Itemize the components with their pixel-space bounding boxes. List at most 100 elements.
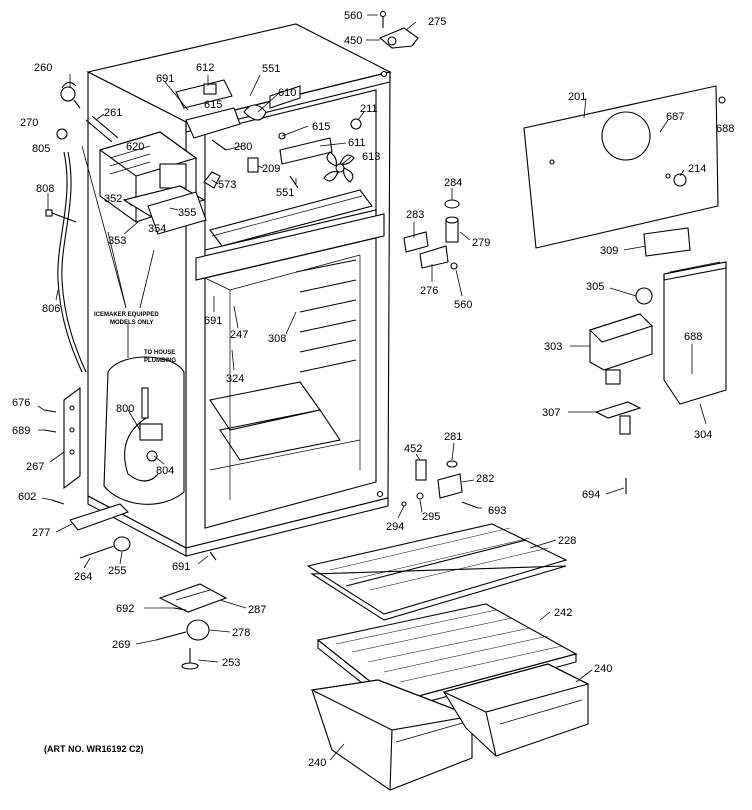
wire-shelf-228 — [306, 523, 568, 621]
callout-255: 255 — [108, 565, 126, 577]
callout-283: 283 — [406, 209, 424, 221]
callout-277: 277 — [32, 527, 50, 539]
screw-688 — [718, 96, 726, 104]
callout-551-top: 551 — [262, 63, 280, 75]
thermostat-parts — [444, 199, 460, 243]
callout-688-top: 688 — [716, 123, 734, 135]
icemaker-harness — [45, 151, 87, 373]
screw-693 — [461, 501, 479, 509]
callout-610: 610 — [278, 87, 296, 99]
callout-307: 307 — [542, 407, 560, 419]
hinge-bracket-277 — [69, 503, 130, 531]
crisper-drawer-right — [442, 663, 590, 757]
icemaker-note-leaders — [81, 145, 155, 358]
callout-612: 612 — [196, 62, 214, 74]
icemaker-note-line1: ICEMAKER EQUIPPED — [94, 312, 159, 318]
callout-278: 278 — [232, 627, 250, 639]
callout-573: 573 — [218, 179, 236, 191]
callout-242: 242 — [554, 607, 572, 619]
fill-cup — [60, 81, 81, 109]
callout-253: 253 — [222, 657, 240, 669]
callout-353: 353 — [108, 235, 126, 247]
leveling-leg-253 — [181, 648, 199, 670]
callout-308: 308 — [268, 333, 286, 345]
callout-209: 209 — [262, 163, 280, 175]
callout-280: 280 — [234, 141, 252, 153]
callout-261: 261 — [104, 107, 122, 119]
art-number: (ART NO. WR16192 C2) — [44, 744, 144, 754]
control-housing-303 — [588, 313, 654, 385]
evaporator-cover-201 — [523, 85, 719, 249]
bracket-283 — [403, 231, 429, 253]
grommet — [56, 128, 68, 140]
callout-615-b: 615 — [312, 121, 330, 133]
callout-692: 692 — [116, 603, 134, 615]
icemaker-note-line2: MODELS ONLY — [110, 320, 153, 326]
left-bracket — [43, 386, 81, 490]
callout-355: 355 — [178, 207, 196, 219]
callout-691-top: 691 — [156, 73, 174, 85]
screw-560 — [450, 262, 458, 270]
callout-613: 613 — [362, 151, 380, 163]
icemaker-assembly — [85, 115, 207, 235]
callout-240-right: 240 — [594, 663, 612, 675]
callout-800: 800 — [116, 403, 134, 415]
callout-689: 689 — [12, 425, 30, 437]
label-309 — [643, 227, 691, 257]
callout-560-mid: 560 — [454, 299, 472, 311]
callout-264: 264 — [74, 571, 92, 583]
bottom-hinge-287 — [158, 583, 228, 613]
screw-692 — [173, 607, 187, 611]
callout-247: 247 — [230, 329, 248, 341]
bracket-276 — [419, 245, 449, 269]
callout-309: 309 — [600, 245, 618, 257]
callout-688-mid: 688 — [684, 331, 702, 343]
callout-805: 805 — [32, 143, 50, 155]
pin-269 — [155, 631, 187, 641]
callout-260: 260 — [34, 62, 52, 74]
callout-228: 228 — [558, 535, 576, 547]
evaporator-fan-assembly — [175, 79, 362, 189]
callout-275: 275 — [428, 16, 446, 28]
control-box-304 — [663, 261, 727, 405]
callout-201: 201 — [568, 91, 586, 103]
callout-620: 620 — [126, 141, 144, 153]
callout-693: 693 — [488, 505, 506, 517]
callout-804: 804 — [156, 465, 174, 477]
callout-279: 279 — [472, 237, 490, 249]
part-281 — [446, 460, 458, 468]
callout-276: 276 — [420, 285, 438, 297]
callout-282: 282 — [476, 473, 494, 485]
part-452 — [415, 459, 427, 481]
callout-214: 214 — [688, 163, 706, 175]
callout-691-mid: 691 — [204, 315, 222, 327]
diagram-notes: ICEMAKER EQUIPPED MODELS ONLY TO HOUSE P… — [44, 312, 176, 754]
bracket-307 — [594, 401, 642, 435]
water-line-area — [103, 356, 185, 505]
callout-354: 354 — [148, 223, 166, 235]
callout-324: 324 — [226, 373, 244, 385]
callout-269: 269 — [112, 639, 130, 651]
callout-295: 295 — [422, 511, 440, 523]
callout-611: 611 — [348, 137, 366, 149]
top-hinge — [378, 10, 419, 49]
callout-452: 452 — [404, 443, 422, 455]
callout-676: 676 — [12, 397, 30, 409]
callout-267: 267 — [26, 461, 44, 473]
callout-450: 450 — [344, 35, 362, 47]
callout-551-mid: 551 — [276, 187, 294, 199]
callout-294: 294 — [386, 521, 404, 533]
leader-lines — [37, 14, 707, 761]
callout-602: 602 — [18, 491, 36, 503]
part-294 — [401, 501, 407, 507]
roller-255 — [113, 536, 131, 552]
callout-560-top: 560 — [344, 10, 362, 22]
callout-615-a: 615 — [204, 99, 222, 111]
callout-287: 287 — [248, 604, 266, 616]
callout-211: 211 — [360, 103, 378, 115]
callout-numbers: 560 275 450 260 612 551 691 615 610 261 … — [12, 10, 734, 769]
callout-806: 806 — [42, 303, 60, 315]
callout-687: 687 — [666, 111, 684, 123]
callout-352: 352 — [104, 193, 122, 205]
